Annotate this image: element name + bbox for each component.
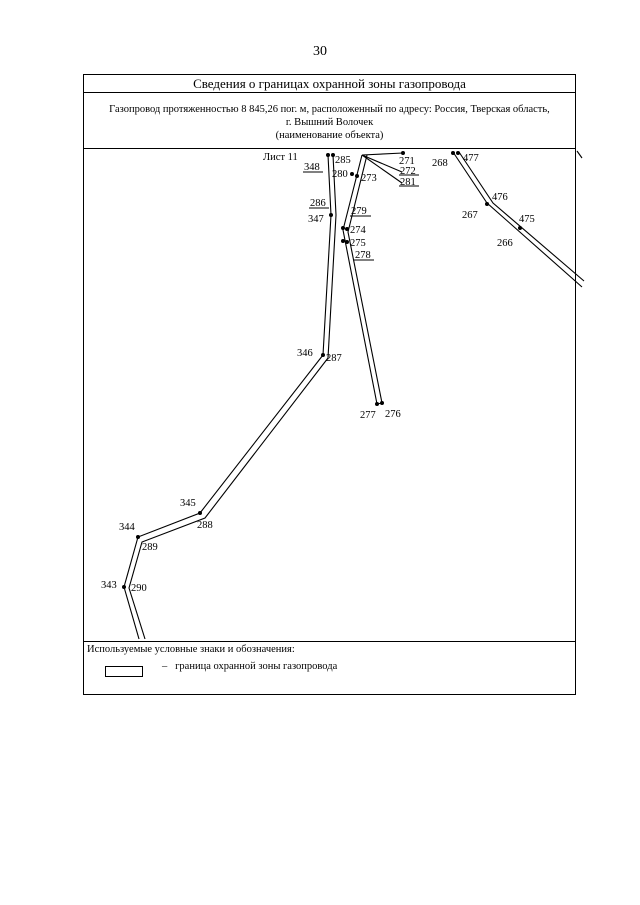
zone-line-281	[361, 154, 403, 184]
sheet-label: Лист 11	[263, 152, 298, 163]
label-477: 477	[463, 153, 479, 164]
point-288	[198, 511, 202, 515]
label-346: 346	[297, 348, 313, 359]
point-275	[345, 240, 349, 244]
label-272: 272	[400, 166, 416, 177]
point-274	[345, 227, 349, 231]
label-280: 280	[332, 169, 348, 180]
point-280	[350, 172, 354, 176]
label-285: 285	[335, 155, 351, 166]
label-268: 268	[432, 158, 448, 169]
label-348: 348	[304, 162, 320, 173]
zone-boundary-branch-277	[342, 154, 378, 405]
label-267: 267	[462, 210, 478, 221]
point-347	[329, 213, 333, 217]
legend-swatch-boundary	[105, 666, 143, 677]
zone-boundary-east-inner	[458, 151, 585, 282]
label-475: 475	[519, 214, 535, 225]
zone-edge-stub	[576, 150, 583, 159]
label-278: 278	[355, 250, 371, 261]
zone-line-271	[361, 152, 404, 156]
zone-boundary-branch-276	[347, 154, 383, 404]
zone-boundary-west-outer	[123, 154, 332, 640]
label-286: 286	[310, 198, 326, 209]
label-347: 347	[308, 214, 324, 225]
label-287: 287	[326, 353, 342, 364]
point-277	[375, 402, 379, 406]
boundary-points	[122, 151, 522, 589]
point-267	[485, 202, 489, 206]
page-number: 30	[313, 44, 327, 59]
point-274-a	[341, 226, 345, 230]
label-288: 288	[197, 520, 213, 531]
point-285	[331, 153, 335, 157]
label-476: 476	[492, 192, 508, 203]
label-266: 266	[497, 238, 513, 249]
legend-item-label: – граница охранной зоны газопровода	[162, 661, 337, 672]
zone-line-272	[361, 154, 403, 173]
label-273: 273	[361, 173, 377, 184]
label-279: 279	[351, 206, 367, 217]
point-275-a	[341, 239, 345, 243]
point-268	[451, 151, 455, 155]
label-289: 289	[142, 542, 158, 553]
point-266	[518, 226, 522, 230]
label-271: 271	[399, 156, 415, 167]
legend-title: Используемые условные знаки и обозначени…	[87, 644, 295, 655]
label-274: 274	[350, 225, 367, 236]
point-346	[321, 353, 325, 357]
legend-dash: –	[162, 661, 168, 672]
legend-boundary-label: граница охранной зоны газопровода	[175, 661, 338, 672]
point-477	[456, 151, 460, 155]
point-276	[380, 401, 384, 405]
boundary-sheet-frame: Сведения о границах охранной зоны газопр…	[83, 74, 576, 695]
label-290: 290	[131, 583, 147, 594]
label-345: 345	[180, 498, 196, 509]
label-277: 277	[360, 410, 376, 421]
point-289	[136, 535, 140, 539]
label-343: 343	[101, 580, 117, 591]
point-273	[355, 174, 359, 178]
object-description: Газопровод протяженностью 8 845,26 пог. …	[84, 93, 575, 149]
point-290	[122, 585, 126, 589]
description-line-2: г. Вышний Волочек	[285, 117, 374, 128]
point-271	[401, 151, 405, 155]
label-344: 344	[119, 522, 136, 533]
label-275: 275	[350, 238, 366, 249]
description-line-3: (наименование объекта)	[275, 130, 384, 141]
sheet-title: Сведения о границах охранной зоны газопр…	[84, 75, 575, 93]
point-348	[326, 153, 330, 157]
description-line-1: Газопровод протяженностью 8 845,26 пог. …	[109, 104, 550, 115]
label-281: 281	[400, 177, 416, 188]
map-labels: Лист 11 348 285 271 272 281 280 273 268 …	[101, 152, 535, 594]
legend: Используемые условные знаки и обозначени…	[84, 641, 575, 696]
label-276: 276	[385, 409, 401, 420]
zone-boundary-west-inner	[128, 154, 337, 640]
